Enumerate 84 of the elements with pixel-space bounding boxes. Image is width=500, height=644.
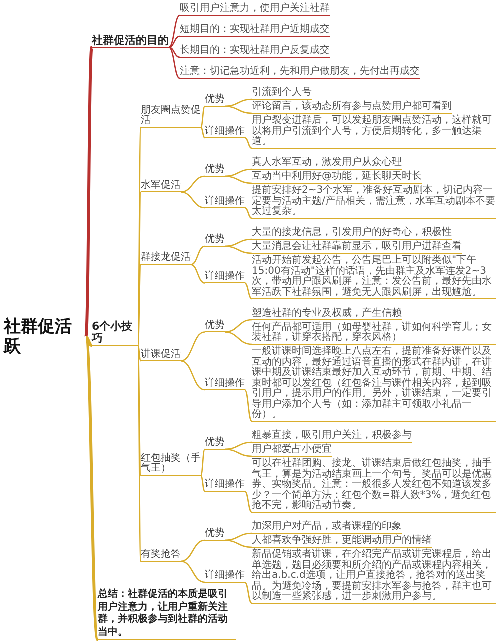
subtopic-label: 优势 (205, 165, 225, 176)
branch-connector (200, 127, 206, 138)
branch-connector (244, 491, 252, 513)
branch-connector (200, 449, 206, 476)
branch-text: 提前安排好2~3个水军，准备好互动剧本，切记内容一定要与活动主题/产品相关，需注意，水军互动剧本不要太过复杂。 (252, 186, 496, 218)
branch-text: 塑造社群的专业及权威，产生信赖 (252, 308, 402, 320)
branch-text: 用户裂变进群后，可以发起朋友圈点赞活动，这样就可以将用户引流到个人号，方便后期转化，多一触达渠道。 (252, 116, 496, 148)
branch-connector (244, 390, 252, 422)
branch-text: 用户都爱占小便宜 (252, 445, 332, 456)
subtopic-label: 详细操作 (205, 126, 245, 138)
subtopic-label: 优势 (205, 95, 225, 106)
branch-connector (180, 360, 206, 391)
branch-text: 吸引用户注意力，使用户关注社群 (180, 4, 330, 16)
branch-connector (168, 46, 180, 58)
subtopic-label: 讲课促活 (141, 350, 181, 362)
branch-text: 长期目的：实现社群用户反复成交 (180, 46, 330, 58)
branch-connector (244, 282, 252, 300)
branch-connector (224, 176, 252, 184)
branch-connector (168, 14, 180, 48)
branch-text: 人都喜欢争强好胜，更能调动用户的情绪 (252, 536, 432, 548)
branch-text: 一般讲课时间选择晚上八点左右，提前准备好课件以及互动的内容，最好通过语音直播的形式在群内讲，在讲课中期及讲课结束最好加入互动环节，前期、中期、结束时都可以发红包（红包备注与课件相关内容，起到吸引用户，提示用户的作用。另外，讲课结束，一定要引导用户添加个人号（如：添加群主可领取小礼品一份）。 (252, 347, 496, 422)
subtopic-label: 水军促活 (141, 180, 181, 192)
branch-text: 短期目的：实现社群用户近期成交 (180, 25, 330, 36)
branch-connector (224, 540, 252, 548)
branch-connector (190, 264, 206, 284)
branch-connector (224, 319, 252, 333)
branch-connector (224, 246, 252, 254)
branch-connector (224, 168, 252, 178)
branch-connector (137, 346, 142, 562)
branch-connector (84, 337, 100, 640)
branch-topic: 社群促活的目的 (92, 34, 169, 48)
branch-text: 加深用户对产品，或者课程的印象 (252, 522, 402, 534)
branch-connector (244, 207, 252, 220)
branch-text: 大量的接龙信息，引发用户的好奇心，积极性 (252, 228, 452, 240)
summary-text: 总结：社群促活的本质是吸引用户注意力，让用户重新关注群，并积极参与到社群的活动当中。 (98, 589, 236, 640)
branch-connector (190, 246, 206, 266)
subtopic-label: 有奖抢答 (141, 550, 181, 562)
branch-text: 注意：切记急功近利，先和用户做朋友，先付出再成交 (180, 67, 420, 78)
branch-connector (180, 192, 206, 209)
branch-text: 互动当中利用好@功能，延长聊天时长 (252, 172, 422, 184)
branch-connector (224, 98, 252, 108)
branch-text: 粗暴直接，吸引用户关注，积极参与 (252, 431, 412, 442)
subtopic-label: 详细操作 (205, 272, 245, 284)
branch-connector (137, 264, 142, 346)
branch-connector (200, 475, 206, 492)
branch-connector (200, 106, 206, 128)
branch-text: 引流到个人号 (252, 88, 312, 100)
branch-text: 大量消息会让社群靠前显示，吸引用户进群查看 (252, 242, 462, 254)
subtopic-label: 优势 (205, 235, 225, 246)
branch-connector (168, 36, 180, 48)
branch-text: 真人水军互动，激发用户从众心理 (252, 158, 402, 170)
branch-connector (84, 47, 94, 338)
branch-connector (137, 345, 142, 362)
subtopic-label: 优势 (205, 320, 225, 332)
branch-connector (244, 582, 252, 604)
branch-connector (168, 46, 180, 80)
subtopic-label: 优势 (205, 529, 225, 540)
subtopic-label: 详细操作 (205, 571, 245, 582)
branch-text: 可以在社群团购、接龙、讲课结束后做红包抽奖，抽手气王，算是为活动结束画上一个句号。奖品可以是优惠券、实物奖品。注意：一般很多人发红包不知道该发多少？一个简单方法：红包个数=群人数*3%，避免红包抢不完，影响活动节奏。 (252, 459, 496, 512)
subtopic-label: 红包抽奖（手气王） (141, 454, 201, 476)
branch-connector (224, 448, 252, 458)
subtopic-label: 群接龙促活 (141, 253, 191, 265)
branch-connector (224, 332, 252, 346)
subtopic-label: 详细操作 (205, 196, 245, 208)
branch-connector (224, 532, 252, 542)
subtopic-label: 详细操作 (205, 480, 245, 492)
branch-connector (180, 560, 206, 584)
central-topic: 社群促活跃 (4, 317, 86, 358)
subtopic-label: 详细操作 (205, 378, 245, 390)
subtopic-label: 朋友圈点赞促活 (141, 106, 201, 128)
branch-topic: 6个小技巧 (92, 321, 138, 346)
branch-connector (244, 137, 252, 150)
branch-connector (180, 176, 206, 193)
branch-connector (224, 238, 252, 248)
branch-connector (180, 540, 206, 562)
branch-text: 评论留言，该动态所有参与点赞用户都可看到 (252, 102, 452, 114)
branch-text: 任何产品都可适用（如母婴社群，讲如何科学育儿；女装社群，讲穿衣搭配，穿衣风格） (252, 322, 496, 344)
branch-text: 新品促销或者讲课，在介绍完产品或讲完课程后，给出单选题，题目必须要和所介绍的产品或课程内容相关，给出a.b.c.d选项，让用户直接抢答，抢答对的送出奖品。为避免冷场，要提前安排水军参与抢答，群主也可以制造一些紧张感，进一步刺激用户参与。 (252, 550, 496, 604)
branch-connector (224, 442, 252, 450)
subtopic-label: 优势 (205, 438, 225, 450)
branch-connector (180, 332, 206, 362)
branch-text: 活动开始前发起公告，公告尾巴上可以附类似"下午15:00有活动"这样的话语，先由群主及水军连发2~3次，带动用户跟风刷屏，注意：发公告前，最好先由水军活跃下社群氛围，避免无人跟风刷屏，出现尴尬。 (252, 256, 496, 299)
branch-connector (85, 336, 93, 347)
branch-connector (224, 106, 252, 114)
